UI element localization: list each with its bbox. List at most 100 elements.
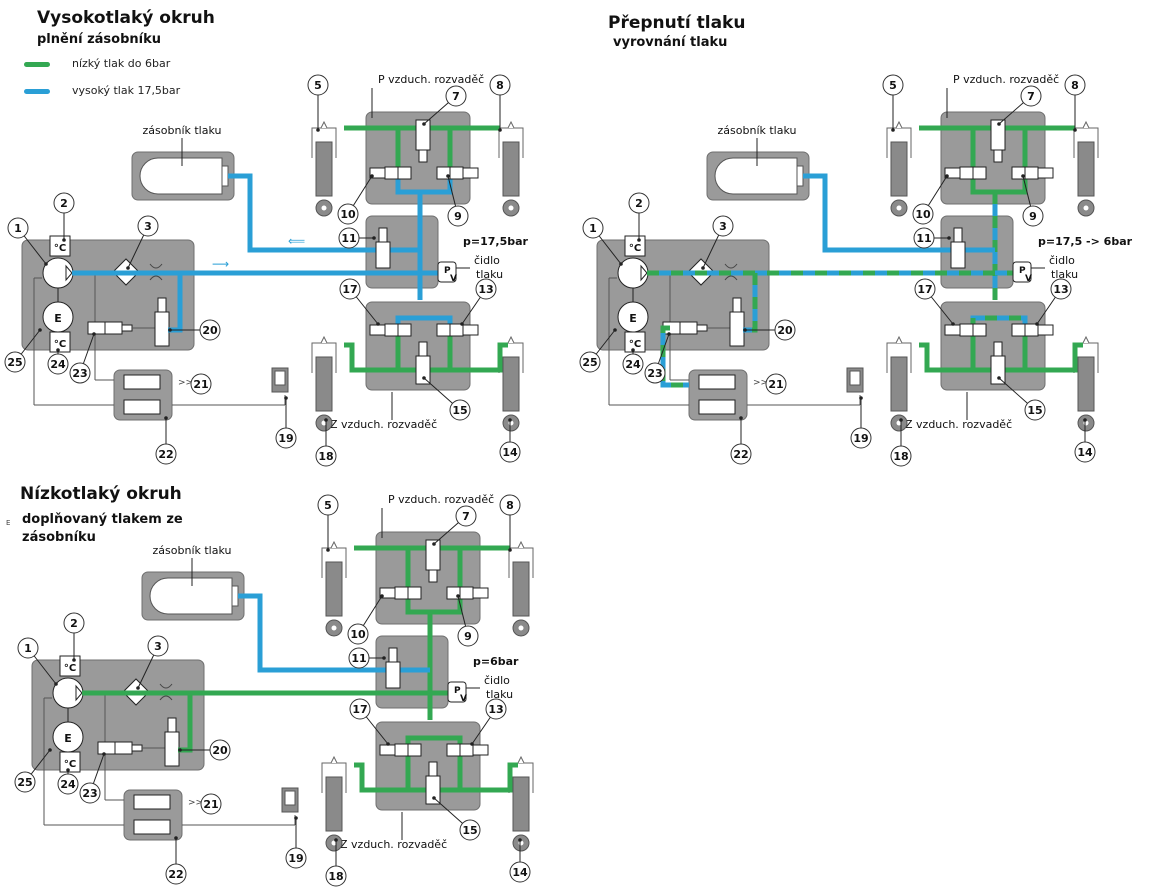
sensor-p: P	[1019, 266, 1026, 276]
valve-7-coil	[993, 149, 1003, 163]
valve-23-actuator	[121, 324, 133, 332]
legend-low: nízký tlak do 6bar	[24, 57, 171, 70]
pump-arrow	[65, 264, 73, 282]
front-distributor-label: P vzduch. rozvaděč	[388, 493, 494, 506]
strut-18	[886, 335, 912, 432]
strut-eye-hole	[896, 205, 902, 211]
pipe-exhaust-dash	[660, 325, 689, 388]
sensor-label-2: tlaku	[486, 688, 513, 701]
callout-2: 2	[635, 197, 643, 210]
callout-8-circle	[1064, 74, 1086, 96]
callout-25-circle	[4, 351, 26, 373]
callout-dot	[899, 418, 903, 422]
pressure-switch-inner	[274, 370, 286, 386]
callout-10: 10	[340, 208, 356, 221]
callout-dot	[376, 322, 380, 326]
callout-3: 3	[154, 640, 162, 653]
pressure-value: p=6bar	[473, 655, 519, 668]
sensor-label-1: čidlo	[484, 674, 510, 687]
callout-7: 7	[452, 90, 460, 103]
strut-cylinder	[325, 561, 343, 617]
temp-symbol-top: °C	[629, 243, 641, 254]
callout-2: 2	[60, 197, 68, 210]
callout-1: 1	[24, 642, 32, 655]
callout-5-circle	[307, 74, 329, 96]
callout-20: 20	[212, 744, 228, 757]
callout-19: 19	[288, 852, 303, 865]
valve-20	[154, 311, 170, 347]
legend-label-high: vysoký tlak 17,5bar	[72, 84, 181, 97]
callout-3: 3	[144, 220, 152, 233]
callout-11: 11	[341, 232, 356, 245]
strut-cylinder	[512, 776, 530, 832]
callout-5: 5	[324, 499, 332, 512]
callout-11-circle	[913, 227, 935, 249]
exhaust-arrow: >>	[188, 798, 203, 808]
callout-13: 13	[478, 283, 493, 296]
callout-dot	[72, 658, 76, 662]
exhaust-filter	[698, 399, 736, 415]
callout-20-circle	[199, 319, 221, 341]
sensor-p: P	[454, 686, 461, 696]
callout-dot	[174, 836, 178, 840]
callout-8: 8	[1071, 79, 1079, 92]
callout-22-circle	[730, 443, 752, 465]
callout-1-circle	[582, 217, 604, 239]
valve-11	[385, 661, 401, 689]
strut-top	[320, 335, 328, 344]
pipe-reservoir	[228, 173, 420, 253]
callout-dot	[126, 266, 130, 270]
panel-title-high: Vysokotlaký okruh	[37, 8, 215, 28]
strut-5	[886, 120, 912, 217]
callout-8-circle	[499, 494, 521, 516]
callout-14: 14	[512, 866, 528, 879]
pressure-sensor	[447, 681, 467, 703]
throttle	[159, 683, 173, 701]
callout-dot	[631, 348, 635, 352]
callout-17-circle	[349, 698, 371, 720]
strut-eye-hole	[896, 420, 902, 426]
front-distributor-label: P vzduch. rozvaděč	[953, 73, 1059, 86]
callout-18-circle	[325, 865, 347, 887]
callout-21: 21	[193, 378, 208, 391]
callout-1-circle	[17, 637, 39, 659]
callout-10-circle	[347, 623, 369, 645]
callout-24: 24	[60, 778, 76, 791]
callout-10-circle	[912, 203, 934, 225]
sensor-p: P	[444, 266, 451, 276]
callout-19-circle	[850, 427, 872, 449]
strut-5	[311, 120, 337, 217]
valve-13-coil	[1037, 324, 1054, 336]
valve-10-coil	[379, 587, 396, 599]
callout-dot	[316, 128, 320, 132]
valve-11-coil	[388, 647, 398, 663]
sensor-v: V	[450, 274, 457, 284]
throttle	[724, 263, 738, 281]
callout-dot	[168, 328, 172, 332]
valve-20-coil	[167, 717, 177, 733]
exhaust-silencer	[698, 374, 736, 390]
pump-arrow	[75, 684, 83, 702]
callout-dot	[62, 238, 66, 242]
strut-top	[1082, 335, 1090, 344]
callout-15-circle	[449, 399, 471, 421]
flow-arrow-right: ⟶	[212, 257, 229, 271]
callout-14-circle	[1074, 441, 1096, 463]
panel-title-low: Nízkotlaký okruh	[20, 484, 182, 504]
strut-cylinder	[512, 561, 530, 617]
callout-10: 10	[915, 208, 931, 221]
strut-14	[508, 755, 534, 852]
callout-15: 15	[462, 824, 477, 837]
valve-20	[164, 731, 180, 767]
legend-swatch-low	[24, 62, 50, 67]
motor-label: E	[629, 312, 637, 325]
pressure-switch-inner	[849, 370, 861, 386]
callout-9: 9	[464, 630, 472, 643]
callout-7-circle	[1020, 85, 1042, 107]
temp-symbol-top: °C	[64, 663, 76, 674]
strut-8	[498, 120, 524, 217]
sensor-v: V	[1025, 274, 1032, 284]
callout-20: 20	[777, 324, 793, 337]
legend-label-low: nízký tlak do 6bar	[72, 57, 171, 70]
rear-distributor-label: Z vzduch. rozvaděč	[330, 418, 437, 431]
